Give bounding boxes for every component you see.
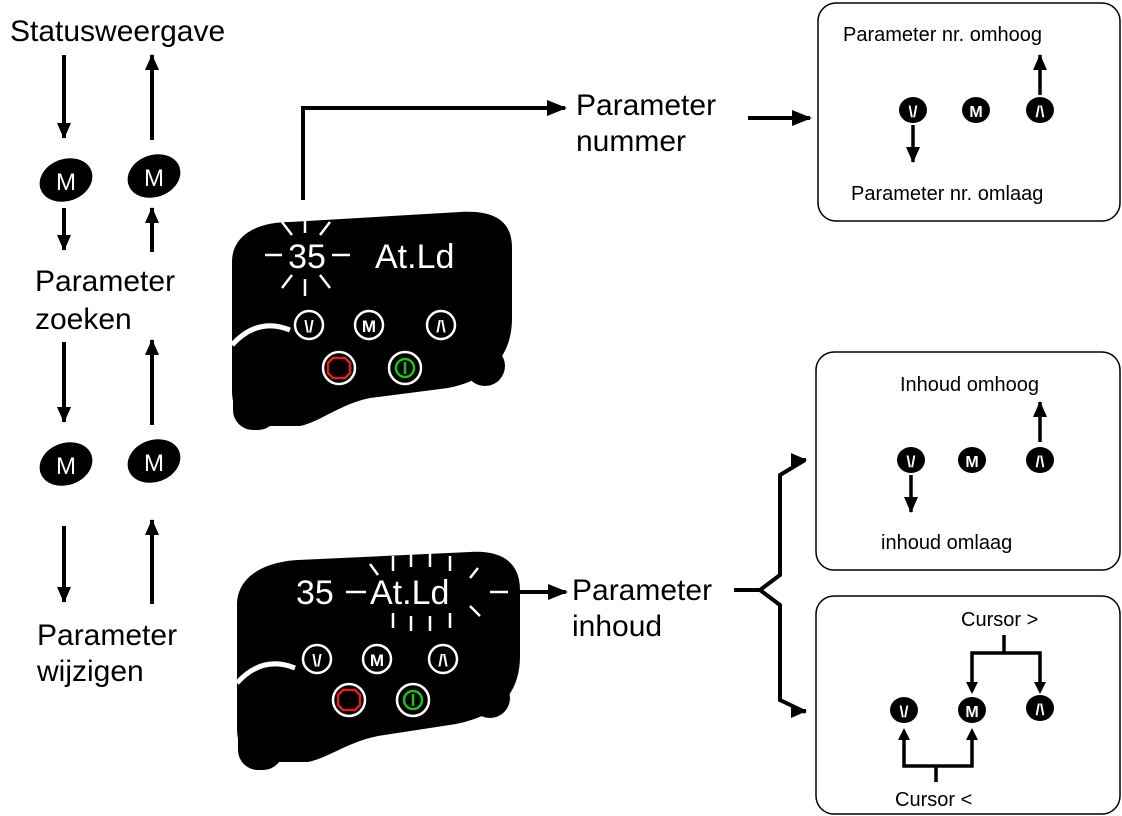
brace-upper — [734, 458, 807, 592]
stop-button[interactable] — [321, 350, 357, 386]
parameter-code-display: At.Ld — [375, 238, 454, 276]
svg-text:/\: /\ — [1036, 702, 1045, 719]
down-key-icon: \/ — [899, 97, 927, 123]
content-up-label: Inhoud omhoog — [900, 374, 1039, 396]
svg-text:M: M — [969, 104, 982, 121]
svg-text:M: M — [56, 169, 76, 196]
svg-text:/\: /\ — [438, 651, 448, 670]
stop-button[interactable] — [331, 682, 367, 718]
down-key-icon: \/ — [890, 697, 918, 723]
up-button[interactable]: /\ — [425, 309, 457, 341]
svg-text:\/: \/ — [909, 104, 918, 121]
svg-text:\/: \/ — [900, 704, 909, 721]
cursor-box: Cursor > \/ M /\ Cursor < — [815, 595, 1121, 815]
arrow-head — [966, 682, 978, 694]
svg-text:M: M — [370, 651, 384, 670]
blink-rays — [265, 216, 350, 296]
arrow-head — [898, 728, 910, 740]
parameter-number-label-line2: nummer — [576, 125, 686, 158]
blink-rays — [368, 552, 508, 631]
svg-text:M: M — [56, 453, 76, 480]
arrow-to-parameter-number — [301, 100, 567, 200]
parameter-search-label-line2: zoeken — [35, 303, 132, 336]
down-button[interactable]: \/ — [293, 309, 325, 341]
stop-icon — [326, 356, 352, 380]
parameter-code-display: At.Ld — [370, 574, 449, 612]
parameter-search-label-line1: Parameter — [35, 265, 175, 298]
keypad-top: 35 At.Ld \/ M /\ — [230, 211, 512, 430]
parameter-number-box: Parameter nr. omhoog \/ M /\ Parameter n… — [817, 2, 1121, 222]
arrow-head — [1034, 682, 1046, 694]
svg-text:\/: \/ — [304, 317, 314, 336]
cursor-right-label: Cursor > — [961, 609, 1038, 631]
up-key-icon: /\ — [1026, 695, 1054, 721]
down-key-icon: \/ — [897, 447, 925, 473]
param-number-up-label: Parameter nr. omhoog — [843, 24, 1042, 46]
parameter-content-label-line2: inhoud — [572, 610, 662, 643]
start-icon — [394, 357, 416, 379]
parameter-number-display: 35 — [288, 238, 326, 276]
m-key-icon: M — [962, 97, 990, 123]
svg-text:\/: \/ — [312, 651, 322, 670]
svg-text:\/: \/ — [907, 454, 916, 471]
m-key-icon: M — [958, 697, 986, 723]
m-key-icon: M — [127, 439, 181, 483]
param-number-down-label: Parameter nr. omlaag — [851, 183, 1043, 205]
up-key-icon: /\ — [1026, 97, 1054, 123]
arrow-head — [966, 728, 978, 740]
mode-button[interactable]: M — [361, 643, 393, 675]
parameter-number-label-line1: Parameter — [576, 89, 716, 122]
content-down-label: inhoud omlaag — [881, 532, 1012, 554]
cursor-left-label: Cursor < — [895, 789, 972, 811]
m-key-icon: M — [127, 154, 181, 198]
stop-icon — [336, 688, 362, 712]
svg-text:M: M — [965, 704, 978, 721]
start-button[interactable] — [395, 682, 431, 718]
status-display-label: Statusweergave — [10, 15, 225, 48]
m-key-icon: M — [958, 447, 986, 473]
svg-text:/\: /\ — [1036, 104, 1045, 121]
svg-text:/\: /\ — [1036, 454, 1045, 471]
m-key-icon: M — [39, 158, 93, 202]
parameter-content-label-line1: Parameter — [572, 574, 712, 607]
m-key-icon: M — [39, 442, 93, 486]
start-icon — [402, 689, 424, 711]
svg-text:M: M — [362, 317, 376, 336]
svg-text:M: M — [144, 165, 164, 192]
start-button[interactable] — [387, 350, 423, 386]
down-button[interactable]: \/ — [301, 643, 333, 675]
up-key-icon: /\ — [1026, 447, 1054, 473]
parameter-modify-label-line1: Parameter — [37, 619, 177, 652]
up-button[interactable]: /\ — [427, 643, 459, 675]
keypad-bottom: 35 At.Ld \/ M /\ — [235, 551, 520, 770]
svg-text:M: M — [965, 454, 978, 471]
svg-text:/\: /\ — [436, 317, 446, 336]
svg-text:M: M — [144, 450, 164, 477]
content-box: Inhoud omhoog \/ M /\ inhoud omlaag — [815, 351, 1121, 571]
mode-button[interactable]: M — [353, 309, 385, 341]
parameter-modify-label-line2: wijzigen — [36, 655, 144, 688]
brace-lower — [758, 588, 806, 714]
parameter-number-display: 35 — [296, 574, 334, 612]
